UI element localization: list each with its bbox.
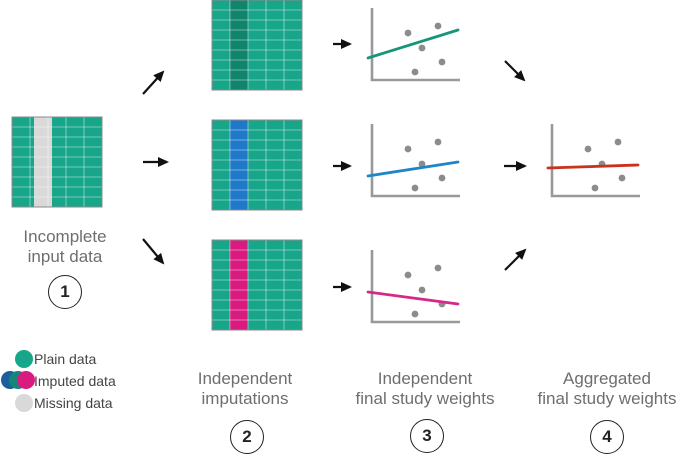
imputation-grid-1-border xyxy=(211,0,303,91)
weights-plot-3-axes xyxy=(370,250,460,324)
aggregate-plot-fit-line xyxy=(546,163,640,170)
weights-plot-1-dot xyxy=(438,58,446,66)
weights-plot-3-dot xyxy=(418,286,426,294)
step-2-circle: 2 xyxy=(230,420,264,454)
weights-plot-1-fit-line xyxy=(366,28,460,60)
imputation-grid-3-body xyxy=(212,240,302,330)
arrow-to-weights-1-head xyxy=(341,39,352,49)
arrow-to-imputation-3-head xyxy=(153,252,165,265)
weights-plot-2-dot xyxy=(438,174,446,182)
weights-plot-3-fit-line xyxy=(366,290,460,306)
study-weights-label: Independent final study weights xyxy=(345,369,505,409)
weights-plot-2-dot xyxy=(411,184,419,192)
legend-plain-label: Plain data xyxy=(34,351,97,367)
aggregate-plot-dot xyxy=(618,174,626,182)
weights-plot-2-axes xyxy=(370,124,460,198)
incomplete-input-label-line2: input data xyxy=(27,247,103,266)
legend-imputed-label: Imputed data xyxy=(34,373,116,389)
incomplete-input-label: Incomplete input data xyxy=(0,227,130,267)
imputations-label-line2: imputations xyxy=(201,389,289,408)
aggregated-weights-label: Aggregated final study weights xyxy=(527,369,685,409)
imputed-column-blue xyxy=(230,120,248,210)
imputation-grid-2-border xyxy=(211,119,303,211)
incomplete-data-grid-border xyxy=(11,116,103,208)
weights-plot-2-dot xyxy=(418,160,426,168)
missing-column xyxy=(34,117,52,207)
aggregated-weights-label-line1: Aggregated xyxy=(563,369,651,388)
imputations-label-line1: Independent xyxy=(197,369,293,388)
study-weights-label-line2: final study weights xyxy=(355,389,495,408)
weights-plot-3-dot xyxy=(434,264,442,272)
step-4-circle: 4 xyxy=(590,420,624,454)
weights-plot-1-dot xyxy=(434,22,442,30)
imputed-column-pink xyxy=(230,240,248,330)
aggregate-plot-axes xyxy=(550,124,640,198)
arrow-to-imputation-1-head xyxy=(153,70,165,83)
imputation-grid-3-border xyxy=(211,239,303,331)
arrow-to-aggregate-1-head xyxy=(514,70,526,82)
arrow-to-aggregate-3-head xyxy=(515,248,527,260)
imputations-label: Independent imputations xyxy=(180,369,310,409)
weights-plot-3-dot xyxy=(404,271,412,279)
arrow-to-aggregate-2-head xyxy=(516,161,527,171)
step-3-circle: 3 xyxy=(410,419,444,453)
weights-plot-1-dot xyxy=(404,29,412,37)
aggregate-plot-dot xyxy=(591,184,599,192)
aggregate-plot-dot xyxy=(584,145,592,153)
incomplete-data-grid-body xyxy=(12,117,102,207)
imputation-grid-2-body xyxy=(212,120,302,210)
arrow-to-weights-2-head xyxy=(341,161,352,171)
legend-missing-label: Missing data xyxy=(34,395,113,411)
weights-plot-2-dot xyxy=(434,138,442,146)
weights-plot-3-dot xyxy=(411,310,419,318)
weights-plot-2-dot xyxy=(404,145,412,153)
legend-plain-swatch xyxy=(15,350,33,368)
incomplete-input-label-line1: Incomplete xyxy=(23,227,107,246)
legend-missing-swatch xyxy=(15,394,33,412)
imputed-column-green xyxy=(230,0,248,90)
step-1-circle: 1 xyxy=(48,275,82,309)
weights-plot-1-dot xyxy=(418,44,426,52)
aggregated-weights-label-line2: final study weights xyxy=(537,389,677,408)
study-weights-label-line1: Independent xyxy=(377,369,473,388)
weights-plot-1-axes xyxy=(370,8,460,82)
arrow-to-weights-3-head xyxy=(341,282,352,292)
aggregate-plot-dot xyxy=(614,138,622,146)
arrow-to-imputation-2-head xyxy=(158,157,169,167)
legend-imputed-swatch-pink xyxy=(17,371,35,389)
weights-plot-1-dot xyxy=(411,68,419,76)
imputation-grid-1-body xyxy=(212,0,302,90)
weights-plot-2-fit-line xyxy=(366,160,460,178)
